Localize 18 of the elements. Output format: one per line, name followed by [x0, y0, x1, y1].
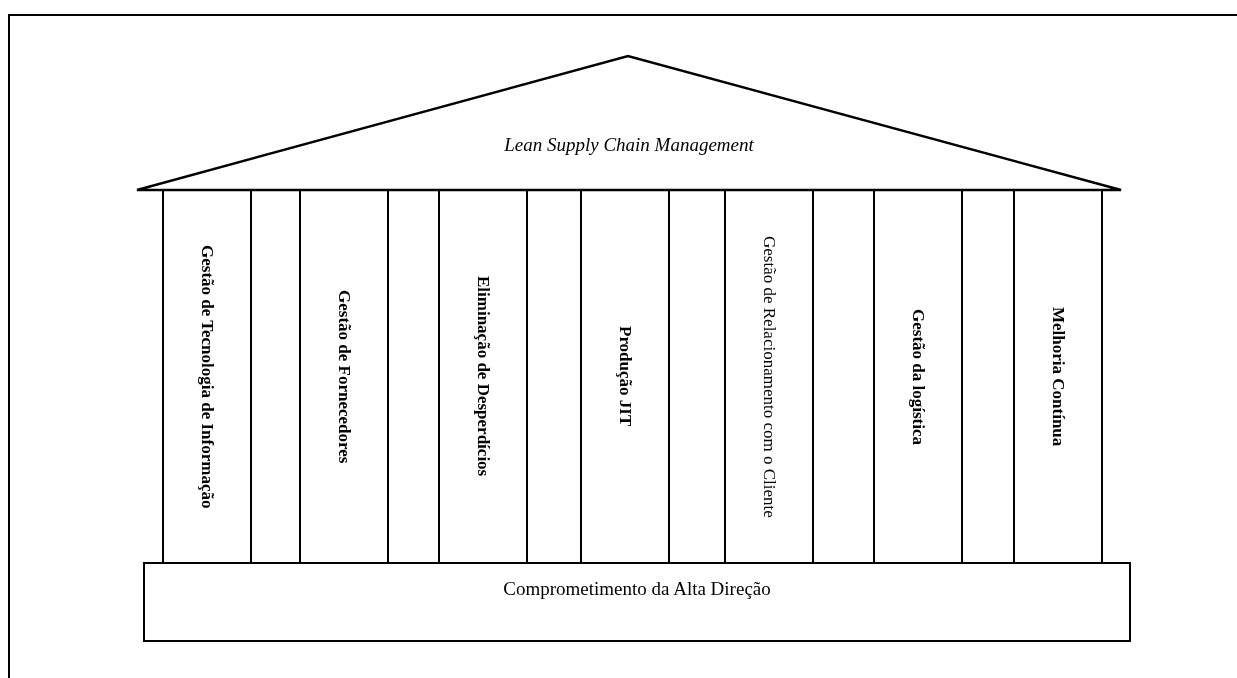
roof-triangle [136, 54, 1122, 192]
pillar [438, 190, 528, 563]
foundation-box [143, 562, 1131, 642]
pillar-label: Gestão de Relacionamento com o Cliente [759, 235, 779, 518]
pillar-label: Gestão da logística [908, 308, 928, 445]
pillar-label: Gestão de Tecnologia de Informação [197, 244, 217, 509]
roof-title: Lean Supply Chain Management [503, 134, 755, 156]
pillar [873, 190, 963, 563]
foundation-label: Comprometimento da Alta Direção [503, 578, 771, 600]
pillar [724, 190, 814, 563]
pillar-label: Produção JIT [615, 326, 635, 427]
pillar [299, 190, 389, 563]
pillar-label: Gestão de Fornecedores [334, 289, 354, 464]
pillar-label: Melhoria Contínua [1048, 306, 1068, 447]
pillar [580, 190, 670, 563]
pillar [162, 190, 252, 563]
pillar-label: Eliminação de Desperdícios [473, 276, 493, 477]
pillar [1013, 190, 1103, 563]
